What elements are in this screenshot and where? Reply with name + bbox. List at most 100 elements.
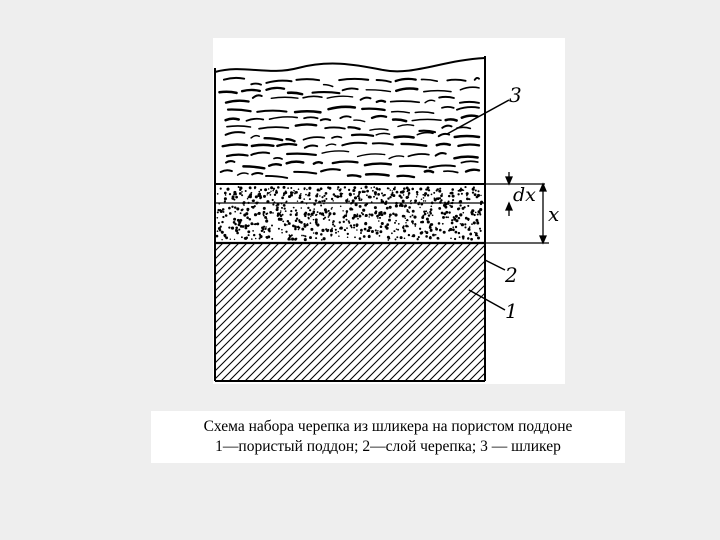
slip-stroke <box>226 108 252 113</box>
shard-dot <box>232 221 236 224</box>
shard-dot <box>268 191 271 194</box>
shard-dot <box>411 209 415 213</box>
shard-dot <box>407 194 410 196</box>
shard-dot <box>247 230 251 234</box>
shard-dot <box>430 201 434 205</box>
shard-dot <box>339 192 343 196</box>
shard-dot <box>480 194 482 197</box>
slip-stroke <box>441 105 455 109</box>
shard-dot <box>283 192 286 195</box>
shard-dot <box>218 202 221 205</box>
shard-dot <box>250 205 253 208</box>
shard-dot <box>389 195 392 199</box>
shard-dot <box>433 197 436 200</box>
shard-dot <box>297 228 300 231</box>
slip-stroke <box>245 117 265 122</box>
shard-dot <box>330 234 333 237</box>
shard-dot <box>234 210 237 213</box>
shard-dot <box>271 224 273 227</box>
shard-dot <box>328 219 331 221</box>
shard-dot <box>273 201 276 204</box>
shard-dot <box>476 221 480 225</box>
shard-dot <box>366 194 368 197</box>
shard-dot <box>227 187 230 190</box>
shard-dot <box>262 206 266 210</box>
shard-dot <box>479 208 483 212</box>
shard-dot <box>270 190 272 193</box>
shard-dot <box>428 236 432 240</box>
shard-dot <box>451 194 455 198</box>
shard-dot <box>245 212 249 216</box>
slip-stroke <box>322 83 334 88</box>
shard-dot <box>283 207 286 210</box>
shard-dot <box>300 193 302 195</box>
shard-dot <box>287 187 289 189</box>
shard-dot <box>404 204 407 208</box>
shard-dot <box>266 194 268 196</box>
shard-dot <box>450 237 452 240</box>
shard-dot <box>258 237 261 240</box>
shard-dot <box>397 223 400 225</box>
leader-line-2 <box>484 259 506 271</box>
shard-dot <box>394 186 396 189</box>
shard-dot <box>297 225 300 228</box>
shard-dot <box>426 220 430 224</box>
shard-dot <box>405 221 407 224</box>
shard-dot <box>319 187 323 191</box>
shard-dot <box>373 186 376 189</box>
shard-dot <box>306 188 308 191</box>
shard-dot <box>264 188 268 192</box>
hatch-line <box>215 243 304 332</box>
slip-stroke <box>370 114 388 120</box>
shard-dot <box>337 230 340 233</box>
shard-dot <box>375 197 378 200</box>
shard-dot <box>415 190 419 194</box>
shard-dot <box>276 202 280 206</box>
slip-stroke <box>411 118 442 122</box>
shard-dot <box>215 234 219 238</box>
shard-dot <box>440 199 443 202</box>
shard-dot <box>272 189 274 192</box>
slip-stroke <box>375 79 392 83</box>
shard-dot <box>449 227 453 232</box>
shard-dot <box>458 188 462 192</box>
shard-dot <box>243 204 245 207</box>
diagram-figure: 3 2 1 dx x <box>213 38 565 384</box>
shard-dot <box>262 214 265 217</box>
shard-dot <box>223 200 226 203</box>
shard-dot <box>433 191 436 194</box>
shard-dot <box>440 211 444 215</box>
hatch-line <box>380 276 485 381</box>
shard-dot <box>422 197 425 199</box>
shard-dot <box>440 194 443 198</box>
shard-dot <box>394 204 398 208</box>
shard-dot <box>320 239 323 241</box>
shard-dot <box>364 222 368 226</box>
shard-dot <box>423 194 427 197</box>
slip-stroke <box>303 144 319 149</box>
shard-dot <box>418 227 422 230</box>
hatch-line <box>404 300 485 381</box>
shard-dot <box>360 211 363 214</box>
shard-dot <box>402 215 406 218</box>
shard-dot <box>235 195 238 199</box>
shard-dot <box>408 211 410 214</box>
shard-dot <box>252 233 256 237</box>
shard-dot <box>286 220 290 223</box>
shard-dot <box>312 218 315 221</box>
shard-dot <box>237 223 241 227</box>
shard-dot <box>236 207 240 211</box>
shard-dot <box>231 197 235 200</box>
shard-dot <box>277 227 280 230</box>
shard-dot <box>468 198 471 201</box>
shard-dot <box>445 216 448 219</box>
shard-dot <box>378 211 382 215</box>
shard-dot <box>253 223 256 226</box>
shard-dot <box>254 237 257 240</box>
slip-stroke <box>312 160 324 165</box>
slip-stroke <box>435 142 452 147</box>
shard-dot <box>253 186 257 189</box>
shard-dot <box>435 226 437 229</box>
shard-dot <box>387 197 390 200</box>
slip-stroke <box>423 169 435 174</box>
